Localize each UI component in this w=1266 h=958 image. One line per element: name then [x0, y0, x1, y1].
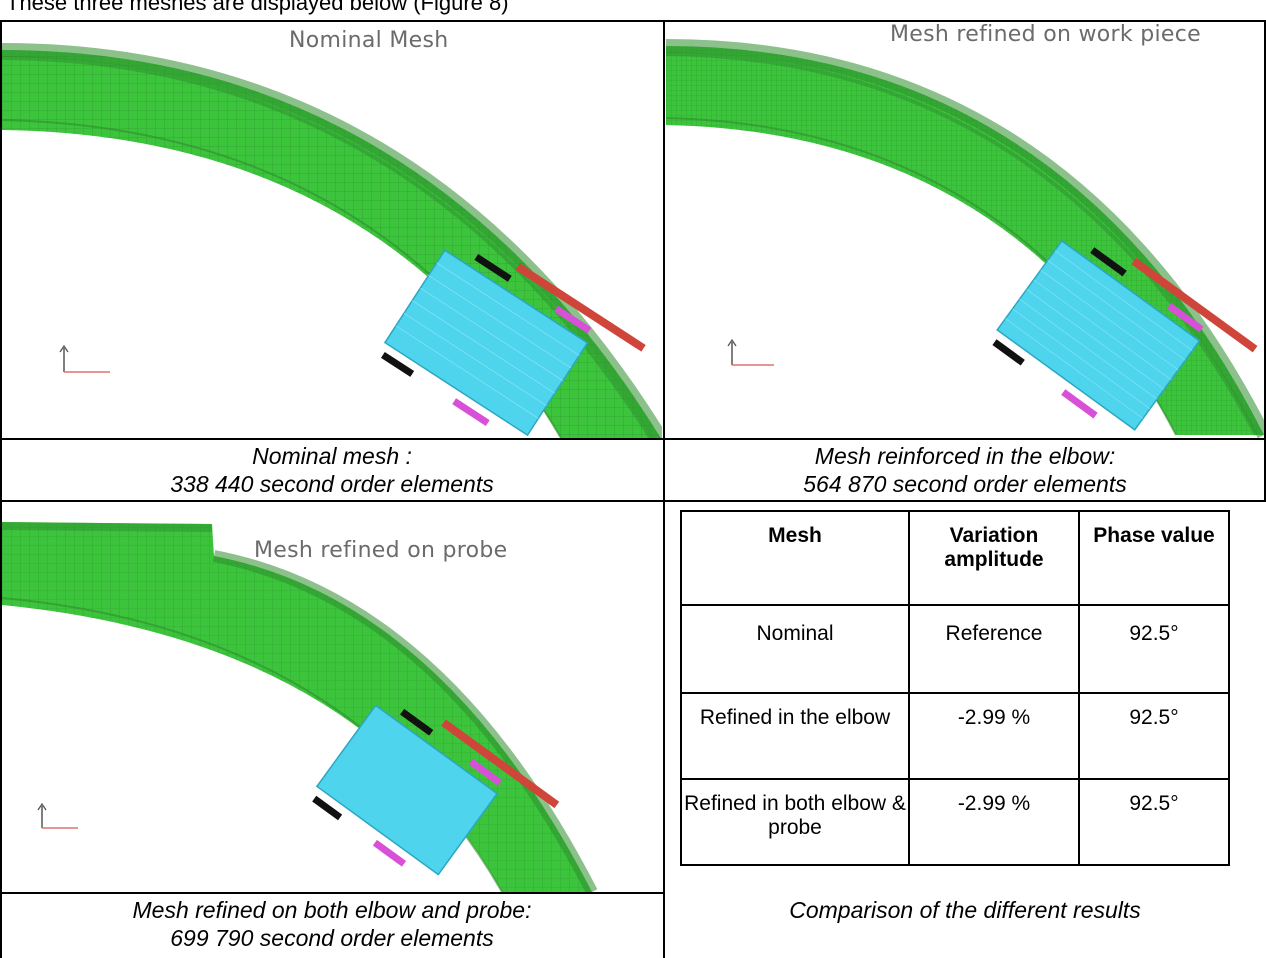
- caption-nominal-line1: Nominal mesh :: [252, 443, 412, 469]
- axis-triad-icon: [727, 338, 774, 366]
- table-cell: 92.5°: [1078, 604, 1230, 694]
- mesh-render-refined-probe: [2, 522, 598, 892]
- grid-row3-divider: [0, 892, 664, 894]
- table-cell: -2.99 %: [908, 778, 1080, 866]
- panel-title-refined-probe: Mesh refined on probe: [254, 538, 508, 563]
- header-mesh: Mesh: [680, 510, 910, 606]
- mesh-render-refined-workpiece: [666, 39, 1264, 438]
- mesh-figure-refined-probe: Mesh refined on probe: [2, 500, 662, 892]
- mesh-figure-nominal: Nominal Mesh: [2, 20, 662, 438]
- grid-right-border: [1264, 20, 1266, 502]
- header-phase-value: Phase value: [1078, 510, 1230, 606]
- table-cell: Nominal: [680, 604, 910, 694]
- caption-nominal-line2: 338 440 second order elements: [170, 471, 494, 497]
- axis-triad-icon: [37, 802, 78, 829]
- panel-title-nominal: Nominal Mesh: [289, 28, 449, 53]
- caption-nominal: Nominal mesh : 338 440 second order elem…: [2, 442, 662, 498]
- grid-left-border: [0, 20, 2, 958]
- grid-row1-divider: [0, 438, 1266, 440]
- table-header-row: Mesh Variation amplitude Phase value: [680, 510, 1230, 606]
- panel-title-refined-workpiece: Mesh refined on work piece: [890, 22, 1201, 47]
- table-cell: Refined in both elbow & probe: [680, 778, 910, 866]
- table-cell: 92.5°: [1078, 778, 1230, 866]
- caption-refined-both-line1: Mesh refined on both elbow and probe:: [132, 897, 532, 923]
- mesh-figure-refined-workpiece: Mesh refined on work piece: [666, 20, 1264, 438]
- caption-refined-both-line2: 699 790 second order elements: [170, 925, 494, 951]
- results-table: Mesh Variation amplitude Phase value Nom…: [680, 510, 1230, 866]
- table-cell: Refined in the elbow: [680, 692, 910, 780]
- axis-triad-icon: [59, 344, 110, 373]
- table-cell: 92.5°: [1078, 692, 1230, 780]
- table-row: Refined in both elbow & probe -2.99 % 92…: [680, 778, 1230, 866]
- caption-comparison: Comparison of the different results: [666, 896, 1264, 924]
- table-cell: Reference: [908, 604, 1080, 694]
- caption-comparison-line1: Comparison of the different results: [789, 897, 1141, 923]
- table-cell: -2.99 %: [908, 692, 1080, 780]
- mesh-render-nominal: [2, 43, 662, 438]
- caption-refined-elbow-line2: 564 870 second order elements: [803, 471, 1127, 497]
- grid-center-divider: [663, 20, 665, 958]
- grid-top-border: [0, 20, 1266, 22]
- caption-refined-elbow: Mesh reinforced in the elbow: 564 870 se…: [666, 442, 1264, 498]
- table-row: Nominal Reference 92.5°: [680, 604, 1230, 694]
- caption-refined-elbow-line1: Mesh reinforced in the elbow:: [814, 443, 1116, 469]
- table-row: Refined in the elbow -2.99 % 92.5°: [680, 692, 1230, 780]
- caption-refined-both: Mesh refined on both elbow and probe: 69…: [2, 896, 662, 952]
- header-variation-amplitude: Variation amplitude: [908, 510, 1080, 606]
- header-text: These three meshes are displayed below (…: [6, 0, 509, 15]
- grid-row2-divider: [0, 500, 1266, 502]
